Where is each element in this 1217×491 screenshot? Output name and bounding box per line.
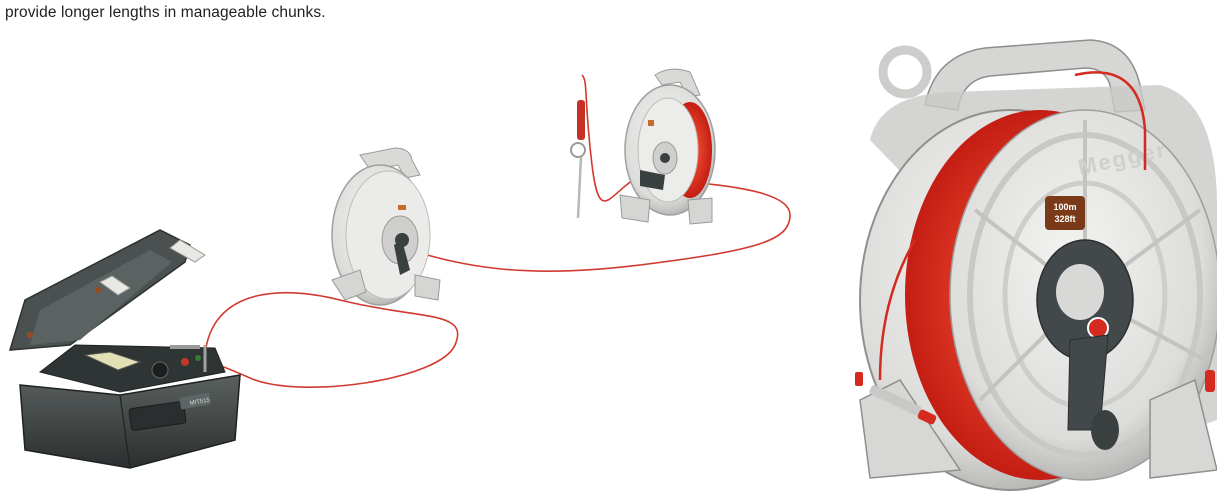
cable-reel-small-2-icon (619, 68, 716, 225)
tester-badge: MIT515 (189, 397, 211, 407)
reel-length-badge (1045, 196, 1085, 230)
earth-spike-icon (570, 100, 586, 219)
cable-reel2-to-spike (581, 74, 643, 202)
insulation-tester-icon: MIT515 (8, 229, 241, 469)
cable-tester-to-reel1 (204, 291, 459, 388)
caption-text: provide longer lengths in manageable chu… (5, 4, 326, 21)
cable-reel-small-1-icon (331, 147, 441, 306)
cable-reel-large-icon: Megger 100m 328ft (855, 39, 1217, 491)
cable-reel1-to-reel2 (409, 179, 791, 272)
reel-length-imperial: 328ft (1054, 214, 1075, 224)
test-cables (204, 74, 791, 388)
reel-length-metric: 100m (1053, 202, 1076, 212)
